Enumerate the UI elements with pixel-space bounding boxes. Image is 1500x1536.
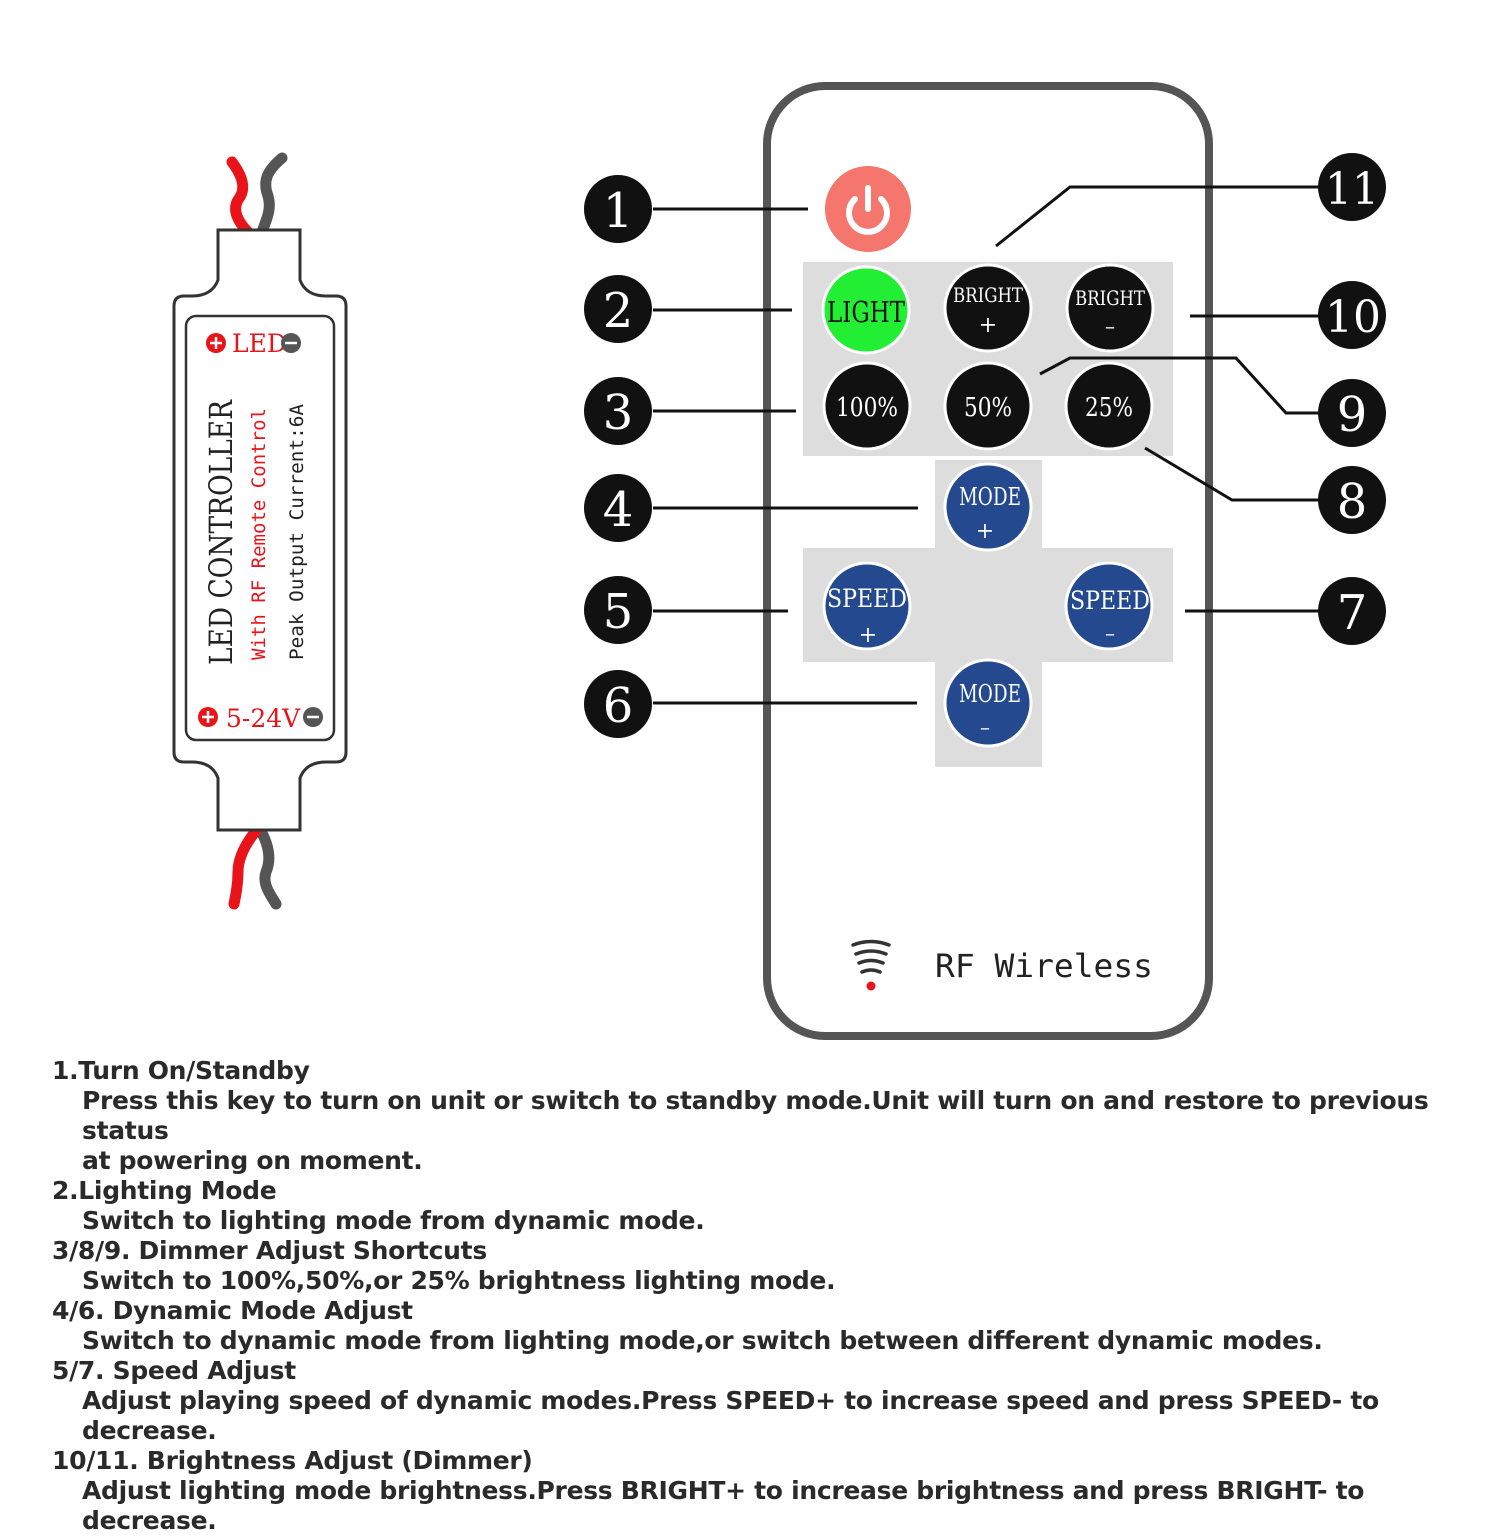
callout-4: 4 [584, 474, 652, 542]
rf-wireless-label: RF Wireless [935, 947, 1153, 985]
callout-8: 8 [1318, 466, 1386, 534]
callout-7: 7 [1318, 577, 1386, 645]
speed-minus-button[interactable]: SPEED – [1064, 561, 1154, 651]
voltage-label: 5-24V [226, 704, 301, 733]
callout-1: 1 [584, 175, 652, 243]
callout-9: 9 [1318, 379, 1386, 447]
svg-text:1: 1 [603, 183, 634, 239]
svg-text:11: 11 [1325, 164, 1379, 215]
svg-text:SPEED: SPEED [1070, 586, 1150, 615]
callout-5: 5 [584, 576, 652, 644]
svg-text:+: + [859, 623, 877, 648]
svg-text:–: – [1105, 621, 1115, 645]
bottom-wire-grey [252, 820, 282, 910]
desc-heading: 10/11. Brightness Adjust (Dimmer) [52, 1446, 533, 1475]
svg-text:3: 3 [603, 385, 634, 441]
led-controller: LED LED CONTROLLER With RF Remote Contro… [172, 152, 348, 910]
svg-text:100%: 100% [836, 393, 898, 423]
mode-plus-button[interactable]: MODE + [943, 462, 1033, 552]
bright-plus-button[interactable]: BRIGHT + [943, 263, 1033, 353]
desc-line: Adjust lighting mode brightness.Press BR… [82, 1476, 1365, 1535]
desc-line: Adjust playing speed of dynamic modes.Pr… [82, 1386, 1379, 1445]
diagram: LED LED CONTROLLER With RF Remote Contro… [172, 82, 1386, 1040]
svg-text:7: 7 [1337, 585, 1368, 641]
svg-text:50%: 50% [964, 393, 1012, 423]
rf-remote: LIGHT BRIGHT + BRIGHT – 100% 50% 25% [763, 82, 1213, 1040]
leader-lines [653, 185, 1320, 705]
svg-text:9: 9 [1337, 387, 1368, 443]
svg-text:MODE: MODE [959, 483, 1021, 511]
svg-text:10: 10 [1325, 292, 1381, 343]
top-wire-grey [256, 152, 288, 238]
light-button[interactable]: LIGHT [821, 265, 911, 355]
callout-badges: 1 2 3 4 5 6 7 8 9 10 11 [584, 153, 1386, 738]
desc-heading: 5/7. Speed Adjust [52, 1356, 296, 1385]
leader-line-8 [1144, 446, 1320, 502]
brightness-100-button[interactable]: 100% [822, 361, 912, 451]
mode-minus-button[interactable]: MODE – [943, 658, 1033, 748]
bright-minus-button[interactable]: BRIGHT – [1065, 263, 1155, 353]
svg-text:SPEED: SPEED [827, 584, 907, 613]
svg-text:LIGHT: LIGHT [827, 295, 906, 329]
power-icon [846, 185, 890, 235]
svg-text:8: 8 [1337, 474, 1368, 530]
controller-title: LED CONTROLLER [202, 399, 240, 665]
function-descriptions: 1.Turn On/Standby Press this key to turn… [52, 1056, 1472, 1536]
led-label: LED [232, 329, 287, 358]
svg-text:5: 5 [603, 584, 634, 640]
controller-subtitle: With RF Remote Control [248, 408, 270, 660]
desc-line: at powering on moment. [82, 1146, 423, 1175]
desc-line: Press this key to turn on unit or switch… [82, 1086, 1429, 1145]
svg-text:–: – [980, 715, 990, 739]
svg-text:–: – [1105, 314, 1115, 338]
callout-6: 6 [584, 670, 652, 738]
top-wire-red [226, 156, 254, 238]
signal-icon [851, 939, 891, 991]
svg-text:BRIGHT: BRIGHT [953, 283, 1024, 307]
svg-text:6: 6 [603, 678, 634, 734]
callout-11: 11 [1318, 153, 1386, 221]
desc-heading: 1.Turn On/Standby [52, 1056, 310, 1085]
controller-label-panel [184, 314, 336, 742]
brightness-50-button[interactable]: 50% [943, 361, 1033, 451]
desc-line: Switch to dynamic mode from lighting mod… [82, 1326, 1323, 1355]
power-button[interactable] [825, 166, 911, 252]
desc-heading: 3/8/9. Dimmer Adjust Shortcuts [52, 1236, 487, 1265]
callout-3: 3 [584, 377, 652, 445]
desc-heading: 2.Lighting Mode [52, 1176, 277, 1205]
bottom-wire-red [228, 820, 266, 910]
desc-line: Switch to 100%,50%,or 25% brightness lig… [82, 1266, 836, 1295]
svg-text:25%: 25% [1085, 393, 1133, 423]
svg-text:+: + [976, 519, 994, 544]
svg-text:2: 2 [603, 283, 634, 339]
brightness-25-button[interactable]: 25% [1064, 361, 1154, 451]
desc-line: Switch to lighting mode from dynamic mod… [82, 1206, 705, 1235]
leader-line-9 [1039, 356, 1320, 415]
leader-line-11 [995, 185, 1320, 248]
desc-heading: 4/6. Dynamic Mode Adjust [52, 1296, 413, 1325]
callout-10: 10 [1318, 281, 1386, 349]
svg-text:MODE: MODE [959, 680, 1021, 708]
controller-spec: Peak Output Current:6A [286, 403, 308, 660]
svg-text:+: + [979, 313, 997, 338]
callout-2: 2 [584, 275, 652, 343]
speed-plus-button[interactable]: SPEED + [822, 561, 912, 651]
svg-text:BRIGHT: BRIGHT [1075, 286, 1146, 310]
svg-text:4: 4 [603, 482, 634, 538]
